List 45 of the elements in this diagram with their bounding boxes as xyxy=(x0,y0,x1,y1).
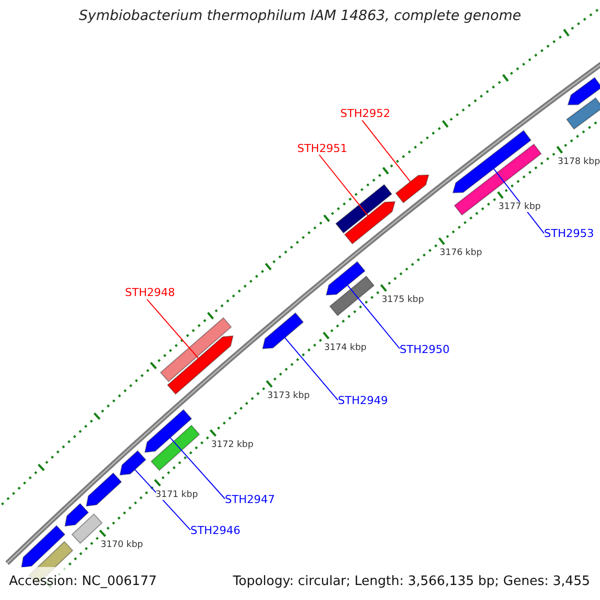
gene-pointed-block xyxy=(395,174,430,204)
gene-label: STH2947 xyxy=(224,492,275,506)
gene-pointed-block xyxy=(166,335,234,395)
leader-line xyxy=(347,284,400,349)
gene-pointed-block xyxy=(567,76,600,106)
gene-label: STH2953 xyxy=(544,227,594,240)
gene-pointed-block xyxy=(344,201,396,244)
genome-summary-text: Topology: circular; Length: 3,566,135 bp; Genes: 3,455 xyxy=(232,574,590,589)
gene-label: STH2946 xyxy=(190,524,240,537)
leader-line xyxy=(284,337,338,401)
gene-label: STH2952 xyxy=(340,107,390,120)
scale-label: 3173 kbp xyxy=(267,390,310,401)
gene-label: STH2948 xyxy=(125,286,175,300)
gene-pointed-block xyxy=(64,502,89,527)
gene-pointed-block xyxy=(452,130,532,194)
gene-bar xyxy=(329,276,375,316)
gene-bar xyxy=(160,317,232,382)
gene-label: STH2950 xyxy=(400,342,450,356)
scale-label: 3178 kbp xyxy=(558,156,600,167)
scale-label: 3170 kbp xyxy=(100,540,143,550)
leader-line xyxy=(134,469,191,530)
accession-text: Accession: NC_006177 xyxy=(9,574,157,589)
gene-bar xyxy=(335,184,392,234)
diagram-title: Symbiobacterium thermophilum IAM 14863, complete genome xyxy=(78,8,522,24)
gene-label: STH2949 xyxy=(338,394,388,408)
gene-pointed-block xyxy=(119,450,146,476)
gene-pointed-block xyxy=(262,312,304,350)
scale-label: 3171 kbp xyxy=(156,490,198,500)
leader-line xyxy=(362,120,411,182)
gene-bar xyxy=(150,424,200,472)
scale-label: 3176 kbp xyxy=(440,248,482,258)
leader-line xyxy=(318,154,368,216)
gene-pointed-block xyxy=(86,472,122,507)
gene-bar xyxy=(566,97,600,130)
gene-pointed-block xyxy=(144,409,192,453)
leader-line xyxy=(170,437,226,500)
gene-pointed-block xyxy=(326,260,366,296)
scale-label: 3175 kbp xyxy=(382,294,424,305)
scale-label: 3174 kbp xyxy=(324,342,367,353)
gene-label: STH2951 xyxy=(297,142,348,155)
gene-bar xyxy=(71,513,103,544)
gene-bar xyxy=(454,143,542,216)
leader-line xyxy=(146,298,199,359)
scale-label: 3172 kbp xyxy=(211,440,254,450)
scale-label: 3177 kbp xyxy=(498,202,541,212)
